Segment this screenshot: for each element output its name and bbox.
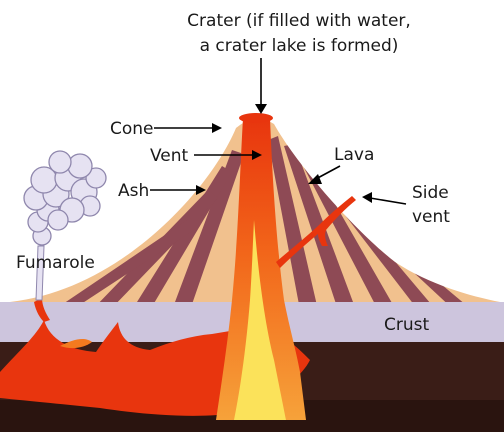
arrowheads bbox=[196, 104, 372, 203]
fumarole-channel bbox=[34, 298, 50, 322]
crust-label: Crust bbox=[384, 315, 429, 335]
vent-glow bbox=[234, 220, 286, 420]
crater-opening bbox=[239, 113, 273, 123]
steam-cloud bbox=[23, 150, 107, 246]
fumarole-label: Fumarole bbox=[16, 253, 95, 273]
magma-tongue bbox=[60, 339, 92, 349]
lava-stripe bbox=[54, 218, 200, 302]
label-arrows bbox=[150, 58, 407, 205]
crater-label: Crater (if filled with water, bbox=[187, 11, 411, 31]
vent-label: Vent bbox=[150, 146, 189, 166]
crater-arrowhead bbox=[255, 104, 267, 114]
lava-stripe bbox=[300, 160, 396, 302]
side-vent-arrowhead bbox=[362, 192, 372, 203]
central-vent bbox=[216, 118, 306, 420]
side-vent bbox=[276, 196, 356, 268]
side-vent-label-line2: vent bbox=[412, 207, 450, 227]
lava-arrowhead bbox=[308, 174, 322, 184]
ash-arrowhead bbox=[196, 185, 206, 195]
side-vent-arrow bbox=[369, 197, 407, 205]
steam-column bbox=[35, 245, 45, 301]
vent-arrowhead bbox=[252, 150, 262, 160]
cone-label: Cone bbox=[110, 119, 154, 139]
cone-arrowhead bbox=[212, 123, 222, 133]
lava-stripe bbox=[172, 150, 244, 302]
ash-label: Ash bbox=[118, 181, 149, 201]
lava-label: Lava bbox=[334, 145, 374, 165]
lava-stripe bbox=[268, 136, 318, 302]
side-vent-label: Side bbox=[412, 183, 449, 203]
crater-label-line2: a crater lake is formed) bbox=[200, 36, 399, 56]
